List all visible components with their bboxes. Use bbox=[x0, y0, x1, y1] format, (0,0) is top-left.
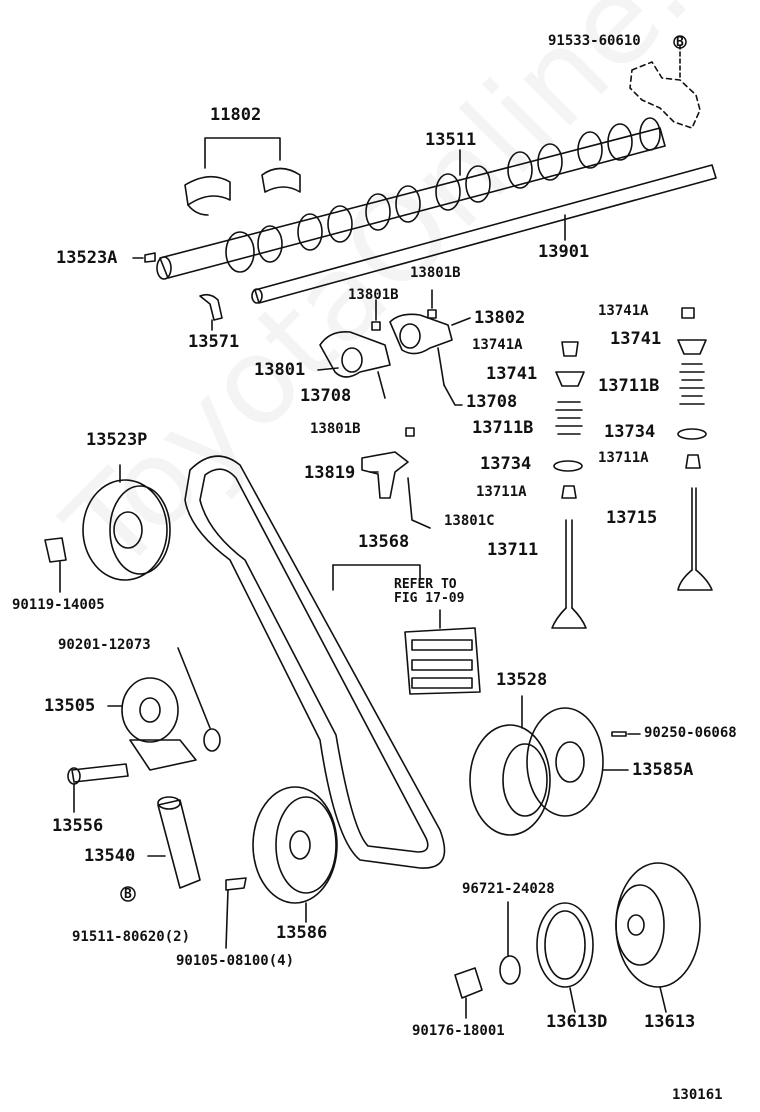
rocker-shaft-13901 bbox=[251, 164, 717, 304]
plate-13585A bbox=[526, 707, 641, 817]
cylinder-13540 bbox=[147, 796, 247, 949]
bracket-91533 bbox=[629, 44, 701, 129]
label-13901: 13901 bbox=[538, 242, 590, 262]
label-91533-mark: B bbox=[676, 35, 684, 50]
tensioner-13505 bbox=[67, 647, 221, 813]
label-13801C: 13801C bbox=[444, 513, 495, 529]
label-13741-left: 13741 bbox=[486, 364, 538, 384]
pulley-13586 bbox=[252, 786, 338, 923]
figure-number: 130161 bbox=[672, 1087, 723, 1103]
label-13571: 13571 bbox=[188, 332, 240, 352]
plate-13571 bbox=[199, 293, 223, 321]
label-13613D: 13613D bbox=[546, 1012, 608, 1032]
label-11802: 11802 bbox=[210, 105, 262, 125]
label-13556: 13556 bbox=[52, 816, 104, 836]
label-91511: 91511-80620(2) bbox=[72, 929, 191, 945]
label-13708-right: 13708 bbox=[466, 392, 518, 412]
label-13801B-top: 13801B bbox=[410, 265, 461, 281]
label-91511-mark: B bbox=[124, 887, 132, 902]
label-90201: 90201-12073 bbox=[58, 637, 151, 653]
label-13741A-right: 13741A bbox=[598, 303, 649, 319]
label-13711B-right: 13711B bbox=[598, 376, 660, 396]
label-13568: 13568 bbox=[358, 532, 410, 552]
label-13523P: 13523P bbox=[86, 430, 148, 450]
refer-box bbox=[404, 609, 481, 695]
label-13734-left: 13734 bbox=[480, 454, 532, 474]
label-13523A: 13523A bbox=[56, 248, 118, 268]
crank-parts bbox=[454, 862, 701, 1019]
refer-note-line2: FIG 17-09 bbox=[394, 591, 465, 606]
label-91533: 91533-60610 bbox=[548, 33, 641, 49]
label-13711A-right: 13711A bbox=[598, 450, 649, 466]
rocker-13819 bbox=[361, 427, 431, 529]
timing-belt-13568 bbox=[184, 455, 446, 869]
label-13734-right: 13734 bbox=[604, 422, 656, 442]
cam-lobes bbox=[225, 117, 661, 273]
rocker-arm-13801 bbox=[317, 330, 391, 399]
valve-parts-middle bbox=[551, 341, 587, 629]
mark-circle-91511 bbox=[120, 886, 136, 902]
rocker-arm-13802 bbox=[389, 313, 471, 406]
pulley-13528 bbox=[469, 695, 551, 836]
label-13511: 13511 bbox=[425, 130, 477, 150]
label-96721: 96721-24028 bbox=[462, 881, 555, 897]
nut-13801B-a bbox=[371, 321, 381, 331]
nut-13801B-b bbox=[427, 309, 437, 319]
label-13505: 13505 bbox=[44, 696, 96, 716]
label-13715: 13715 bbox=[606, 508, 658, 528]
label-13586: 13586 bbox=[276, 923, 328, 943]
label-13540: 13540 bbox=[84, 846, 136, 866]
label-90119: 90119-14005 bbox=[12, 597, 105, 613]
label-13711B-left: 13711B bbox=[472, 418, 534, 438]
label-90105: 90105-08100(4) bbox=[176, 953, 295, 969]
label-13613: 13613 bbox=[644, 1012, 696, 1032]
refer-note-line1: REFER TO bbox=[394, 577, 457, 592]
label-13585A: 13585A bbox=[632, 760, 694, 780]
label-13708-left: 13708 bbox=[300, 386, 352, 406]
mark-circle-91533 bbox=[673, 35, 687, 49]
label-90250: 90250-06068 bbox=[644, 725, 737, 741]
label-13528: 13528 bbox=[496, 670, 548, 690]
label-13801B-mid: 13801B bbox=[348, 287, 399, 303]
label-90176: 90176-18001 bbox=[412, 1023, 505, 1039]
label-13741-right: 13741 bbox=[610, 329, 662, 349]
label-13802: 13802 bbox=[474, 308, 526, 328]
label-13801: 13801 bbox=[254, 360, 306, 380]
valve-parts-right bbox=[677, 307, 713, 591]
label-13801B-low: 13801B bbox=[310, 421, 361, 437]
bearing-halves-11802 bbox=[184, 137, 301, 216]
label-13741A-left: 13741A bbox=[472, 337, 523, 353]
label-13819: 13819 bbox=[304, 463, 356, 483]
camshaft-13511 bbox=[156, 117, 666, 280]
label-13711: 13711 bbox=[487, 540, 539, 560]
label-13711A-left: 13711A bbox=[476, 484, 527, 500]
key-13523A bbox=[144, 252, 156, 263]
pulley-13523P bbox=[44, 464, 171, 593]
